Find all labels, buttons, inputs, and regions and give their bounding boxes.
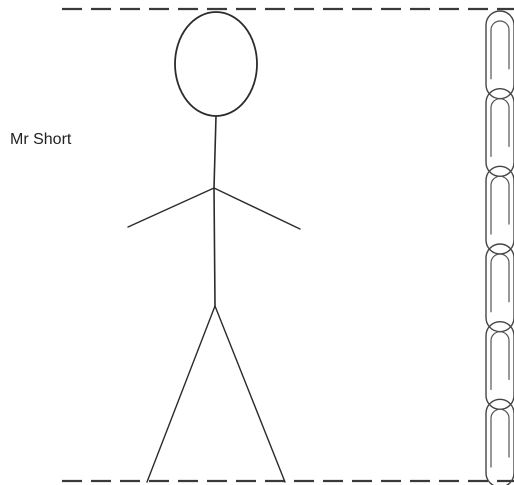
paperclip-2 (486, 89, 514, 177)
stick-figure-right-arm (214, 188, 300, 229)
figure-label: Mr Short (10, 131, 71, 149)
paperclip-inner-loop (491, 176, 509, 234)
paperclip-outer-loop (486, 166, 514, 254)
stick-figure-left-leg (147, 306, 215, 482)
paperclip-3 (486, 166, 514, 254)
paperclip-inner-loop (491, 21, 509, 79)
paperclip-outer-loop (486, 322, 514, 410)
paperclip-5 (486, 322, 514, 410)
paperclip-outer-loop (486, 11, 514, 99)
stick-figure-right-leg (215, 306, 285, 482)
paperclip-4 (486, 244, 514, 332)
paperclip-inner-loop (491, 99, 509, 157)
stick-figure (128, 12, 300, 482)
stick-figure-head (175, 12, 257, 116)
paperclip-inner-loop (491, 332, 509, 390)
paperclip-outer-loop (486, 244, 514, 332)
stick-figure-left-arm (128, 188, 214, 227)
paperclip-outer-loop (486, 89, 514, 177)
paperclip-inner-loop (491, 254, 509, 312)
paperclip-inner-loop (491, 409, 509, 467)
paperclip-chain (486, 11, 514, 485)
stick-figure-body (214, 116, 216, 306)
paperclip-outer-loop (486, 399, 514, 485)
paperclip-1 (486, 11, 514, 99)
paperclip-6 (486, 399, 514, 485)
